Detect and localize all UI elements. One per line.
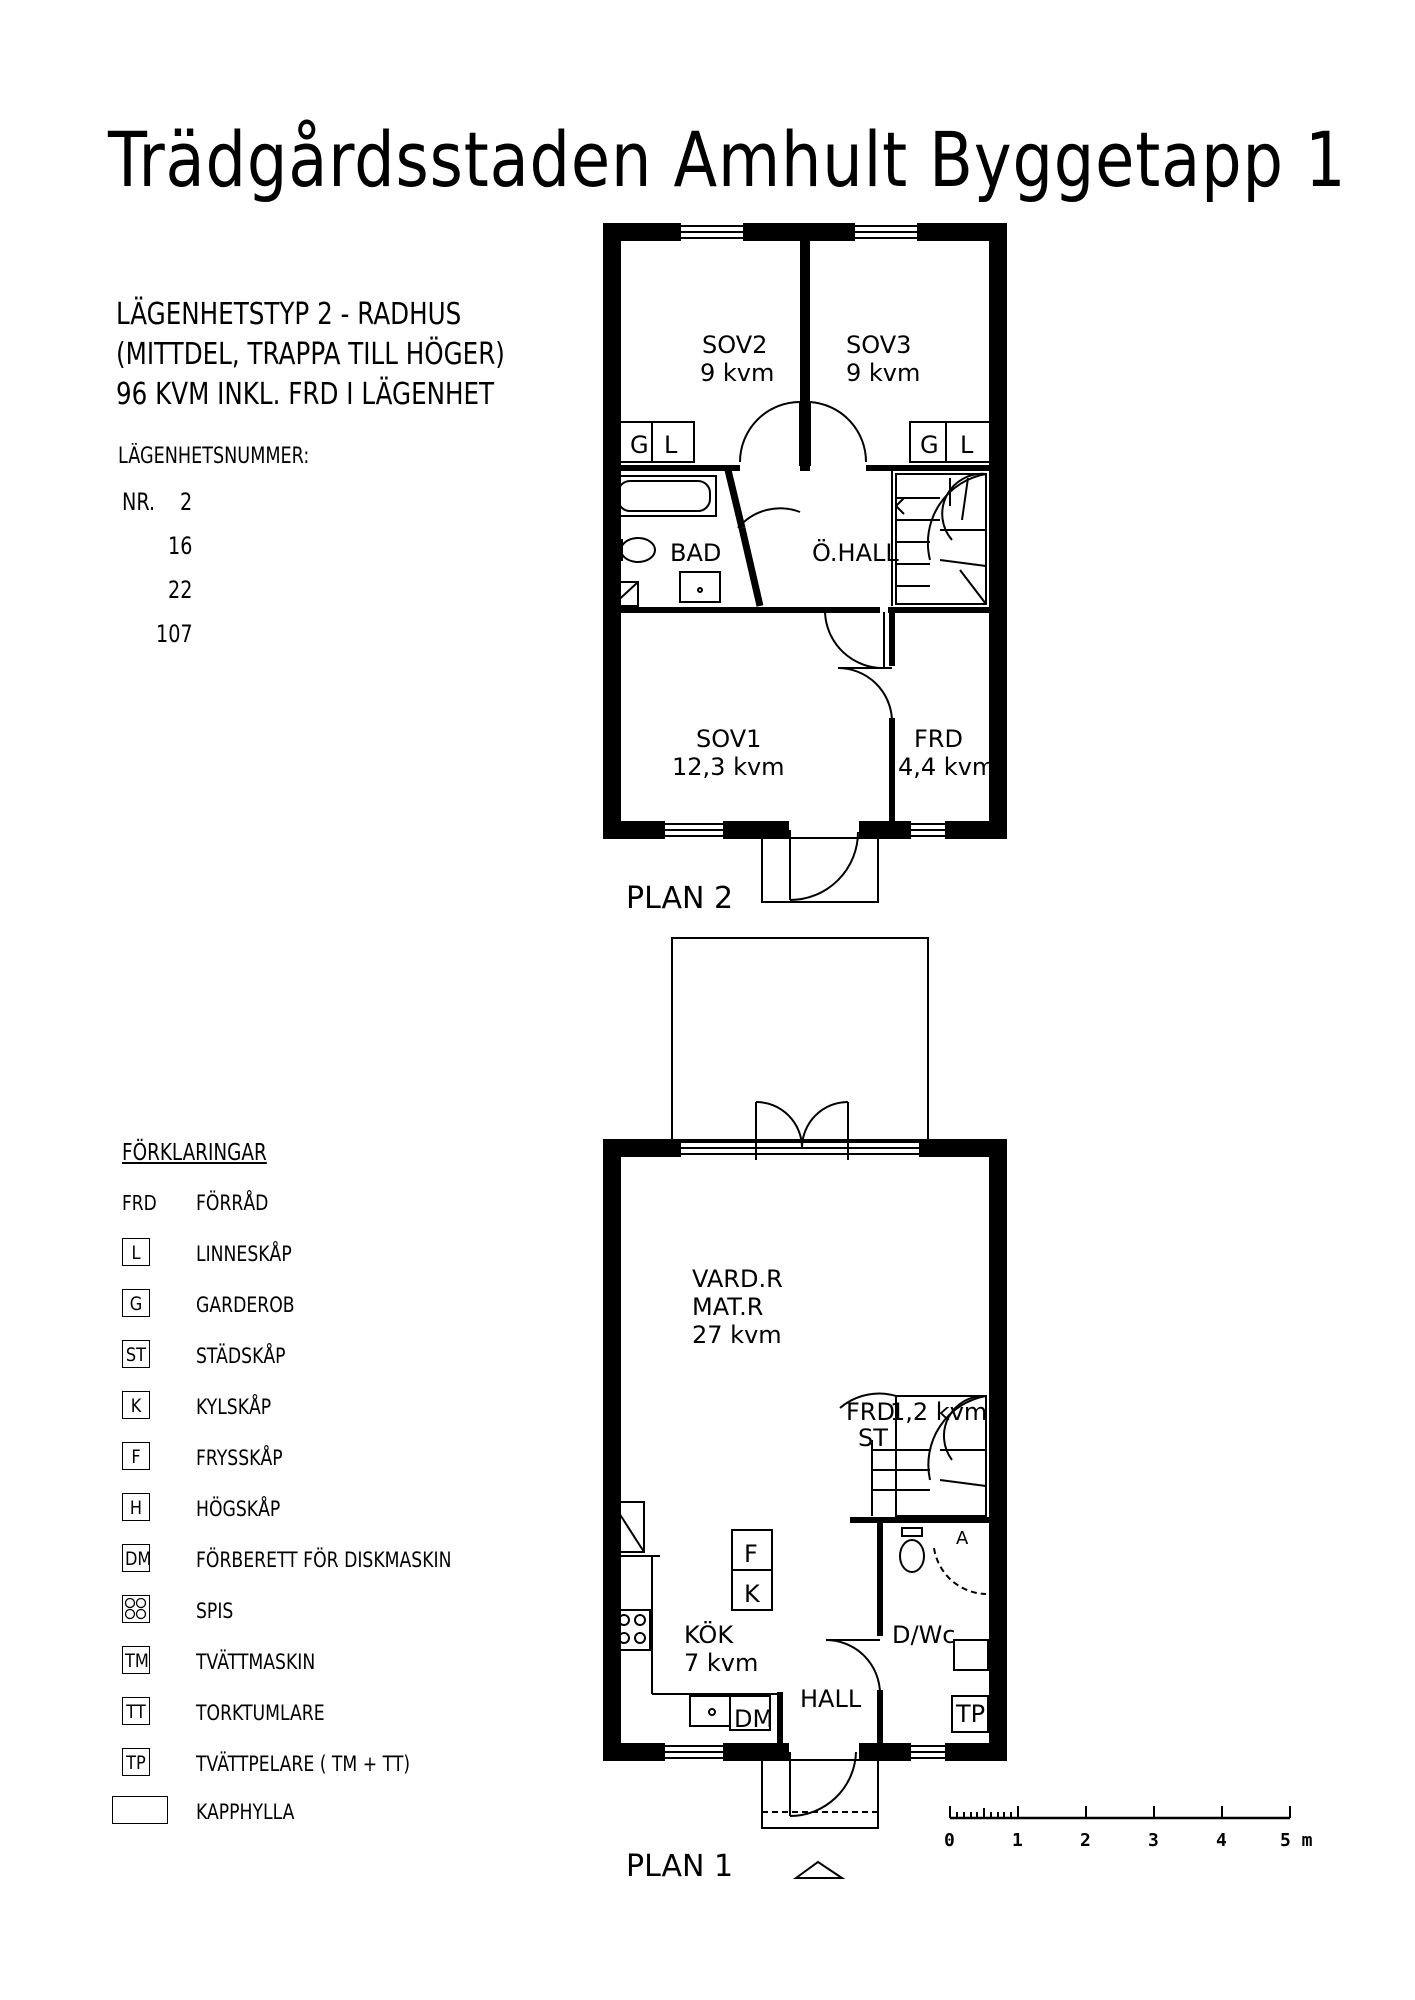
apartment-number: 16 — [168, 532, 193, 560]
legend-desc: KAPPHYLLA — [196, 1800, 295, 1824]
apartment-type-line: LÄGENHETSTYP 2 - RADHUS — [116, 297, 462, 332]
legend-desc: HÖGSKÅP — [196, 1497, 281, 1521]
legend-heading: FÖRKLARINGAR — [122, 1140, 267, 1166]
room-label-frd: FRD — [914, 725, 963, 753]
room-label-frd: FRD — [846, 1398, 895, 1426]
fridge-k: K — [744, 1580, 761, 1608]
legend-symbol-k: K — [122, 1391, 150, 1419]
plan-2-walls — [603, 223, 1007, 903]
legend-symbol-f: F — [122, 1442, 150, 1470]
closet-g: G — [920, 431, 939, 459]
scale-tick-label: 5 m — [1280, 1830, 1313, 1851]
apartment-number: 2 — [180, 488, 193, 516]
scale-tick-label: 3 — [1148, 1830, 1159, 1851]
stove-symbol-icon — [122, 1595, 150, 1623]
legend-symbol-st: ST — [122, 1340, 150, 1368]
legend-desc: KYLSKÅP — [196, 1395, 272, 1419]
nr-label: NR. — [122, 488, 156, 516]
dishwasher-dm: DM — [734, 1705, 773, 1733]
freezer-f: F — [744, 1540, 758, 1568]
room-area-sov3: 9 kvm — [846, 359, 920, 387]
legend-desc: LINNESKÅP — [196, 1242, 292, 1266]
legend-symbol-g: G — [122, 1289, 150, 1317]
legend-desc: STÄDSKÅP — [196, 1344, 286, 1368]
apartment-variant-line: (MITTDEL, TRAPPA TILL HÖGER) — [116, 337, 505, 372]
apartment-area-line: 96 KVM INKL. FRD I LÄGENHET — [116, 377, 495, 412]
closet-st: ST — [858, 1424, 888, 1452]
room-label-hall: HALL — [800, 1685, 862, 1713]
legend-desc: TORKTUMLARE — [196, 1701, 325, 1725]
room-area-sov2: 9 kvm — [700, 359, 774, 387]
drawing-title: Trädgårdsstaden Amhult Byggetapp 1 — [108, 115, 1347, 204]
legend-symbol-h: H — [122, 1493, 150, 1521]
plan-2-label: PLAN 2 — [626, 881, 733, 916]
apartment-number: 22 — [168, 576, 193, 604]
apartment-numbers-heading: LÄGENHETSNUMMER: — [118, 444, 310, 469]
laundry-tp: TP — [955, 1700, 985, 1728]
closet-l: L — [664, 431, 678, 459]
legend-desc: TVÄTTMASKIN — [196, 1650, 316, 1674]
scale-tick-label: 4 — [1216, 1830, 1227, 1851]
room-label-sov3: SOV3 — [846, 331, 911, 359]
legend-desc: FÖRRÅD — [196, 1191, 269, 1215]
scale-tick-label: 0 — [944, 1830, 955, 1851]
room-area-sov1: 12,3 kvm — [672, 753, 785, 781]
room-label-matrum: MAT.R — [692, 1293, 763, 1321]
legend-symbol-dm: DM — [122, 1544, 151, 1572]
room-label-dwc: D/Wc — [892, 1621, 956, 1649]
legend-symbol-tm: TM — [122, 1646, 150, 1674]
plan-1-label: PLAN 1 — [626, 1849, 733, 1884]
room-label-kok: KÖK — [684, 1620, 734, 1649]
room-label-sov1: SOV1 — [696, 725, 761, 753]
room-label-ohall: Ö.HALL — [812, 538, 899, 567]
closet-g: G — [630, 431, 649, 459]
scale-bar — [949, 1806, 1291, 1820]
room-area-kok: 7 kvm — [684, 1649, 758, 1677]
legend-desc: SPIS — [196, 1599, 234, 1623]
legend-symbol-tt: TT — [122, 1697, 150, 1725]
scale-tick-label: 1 — [1012, 1830, 1023, 1851]
room-label-bad: BAD — [670, 539, 721, 567]
closet-l: L — [960, 431, 974, 459]
legend-desc: TVÄTTPELARE ( TM + TT) — [196, 1752, 411, 1776]
scale-tick-label: 2 — [1080, 1830, 1091, 1851]
plan-1-walls — [603, 937, 1007, 1879]
coat-shelf-symbol-icon — [112, 1796, 168, 1824]
legend-desc: GARDEROB — [196, 1293, 295, 1317]
room-label-sov2: SOV2 — [702, 331, 767, 359]
legend-desc: FÖRBERETT FÖR DISKMASKIN — [196, 1548, 452, 1572]
legend-symbol-l: L — [122, 1238, 150, 1266]
apartment-number: 107 — [156, 620, 193, 648]
label-a: A — [956, 1528, 969, 1549]
legend-abbr-frd: FRD — [122, 1191, 157, 1215]
room-area-frd: 1,2 kvm — [890, 1398, 987, 1426]
room-area-frd: 4,4 kvm — [898, 753, 995, 781]
legend-symbol-tp: TP — [122, 1748, 150, 1776]
room-area-vardagsrum: 27 kvm — [692, 1321, 782, 1349]
legend-desc: FRYSSKÅP — [196, 1446, 283, 1470]
room-label-vardagsrum: VARD.R — [692, 1265, 783, 1293]
